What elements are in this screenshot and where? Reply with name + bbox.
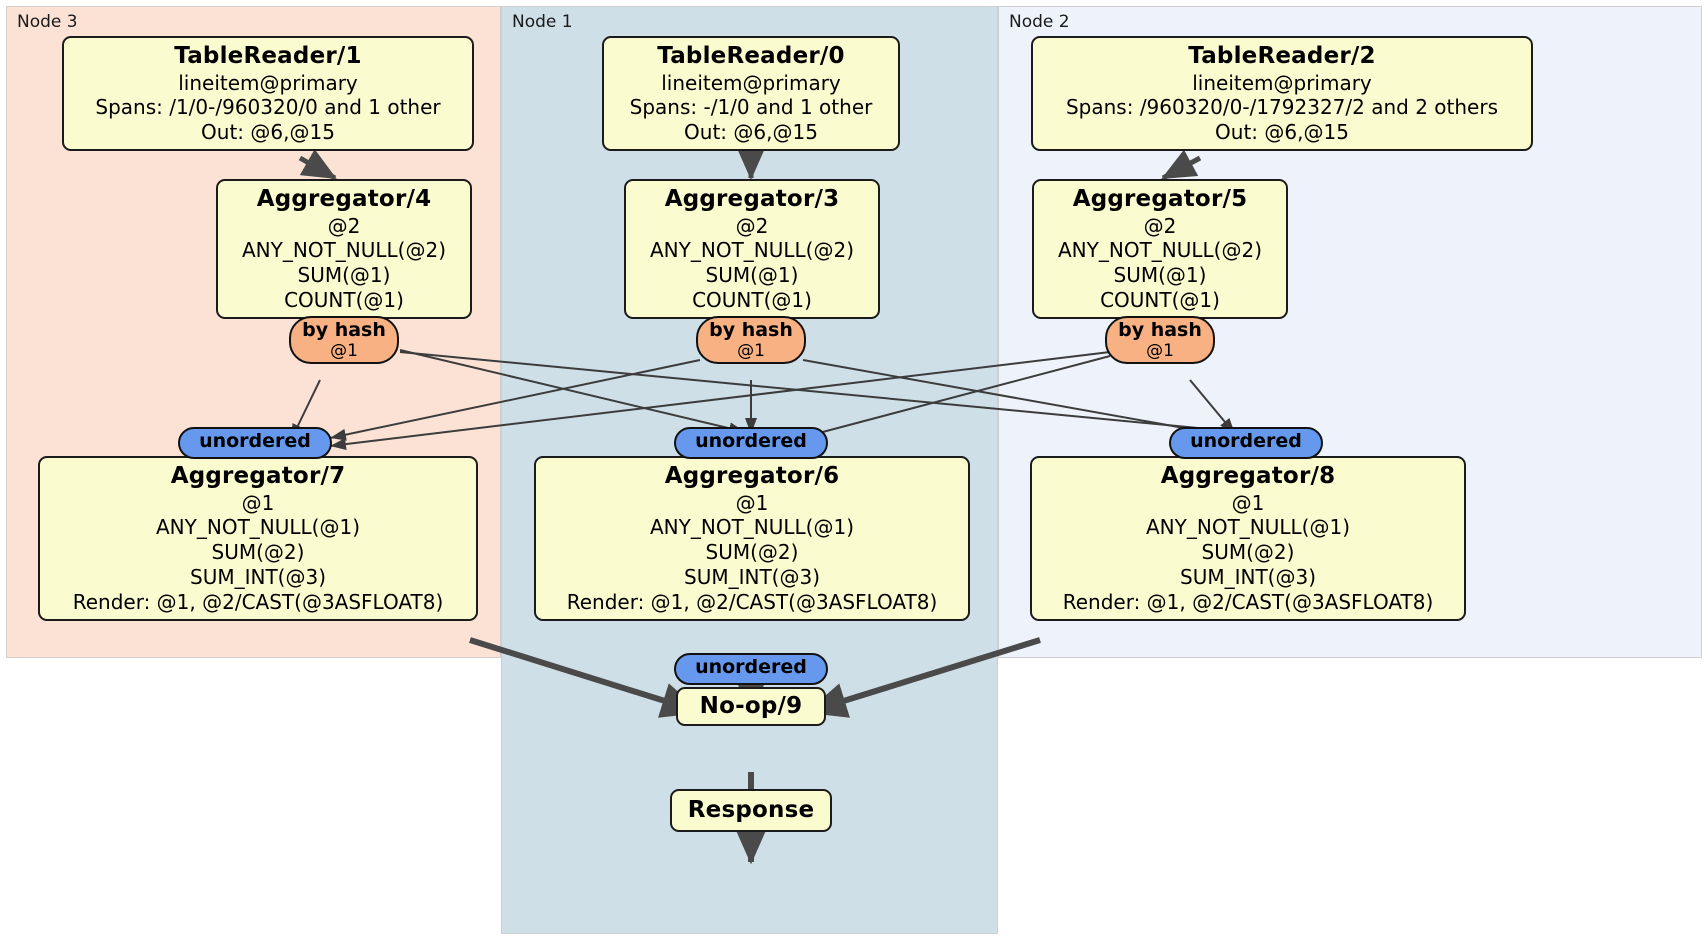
processor-detail-line: SUM_INT(@3) — [684, 564, 820, 589]
router-kind-label: by hash — [1118, 319, 1202, 341]
processor-detail-line: COUNT(@1) — [692, 287, 812, 312]
processor-title: Response — [687, 797, 815, 823]
processor-aggregator-6[interactable]: Aggregator/6 @1 ANY_NOT_NULL(@1) SUM(@2)… — [534, 456, 970, 621]
router-column-label: @1 — [1146, 340, 1174, 361]
router-column-label: @1 — [330, 340, 358, 361]
processor-detail-line: COUNT(@1) — [284, 287, 404, 312]
processor-tablereader-1[interactable]: TableReader/1 lineitem@primary Spans: /1… — [62, 36, 474, 151]
processor-detail-line: @1 — [735, 490, 769, 515]
processor-tablereader-2[interactable]: TableReader/2 lineitem@primary Spans: /9… — [1031, 36, 1533, 151]
processor-detail-line: SUM(@1) — [705, 263, 799, 288]
node-panel-label-node1: Node 1 — [512, 12, 573, 32]
router-unordered-mid[interactable]: unordered — [674, 427, 828, 459]
processor-detail-line: SUM(@2) — [705, 540, 799, 565]
processor-title: No-op/9 — [699, 693, 803, 719]
processor-aggregator-8[interactable]: Aggregator/8 @1 ANY_NOT_NULL(@1) SUM(@2)… — [1030, 456, 1466, 621]
processor-detail-line: COUNT(@1) — [1100, 287, 1220, 312]
router-kind-label: unordered — [695, 656, 807, 678]
processor-detail-line: lineitem@primary — [1192, 70, 1372, 95]
router-kind-label: by hash — [302, 319, 386, 341]
processor-detail-line: Out: @6,@15 — [684, 120, 818, 145]
processor-detail-line: SUM_INT(@3) — [1180, 564, 1316, 589]
processor-detail-line: SUM_INT(@3) — [190, 564, 326, 589]
processor-title: Aggregator/7 — [170, 463, 346, 489]
processor-detail-line: ANY_NOT_NULL(@2) — [242, 238, 446, 263]
processor-detail-line: ANY_NOT_NULL(@2) — [1058, 238, 1262, 263]
processor-detail-line: @2 — [327, 213, 361, 238]
processor-detail-line: ANY_NOT_NULL(@1) — [156, 515, 360, 540]
processor-detail-line: Render: @1, @2/CAST(@3ASFLOAT8) — [72, 589, 444, 614]
processor-title: TableReader/2 — [1188, 43, 1376, 69]
processor-detail-line: Render: @1, @2/CAST(@3ASFLOAT8) — [1062, 589, 1434, 614]
router-by-hash-right[interactable]: by hash @1 — [1105, 316, 1215, 364]
processor-noop-9[interactable]: No-op/9 — [676, 687, 826, 726]
processor-title: Aggregator/4 — [256, 186, 432, 212]
processor-detail-line: Out: @6,@15 — [1215, 120, 1349, 145]
processor-aggregator-3[interactable]: Aggregator/3 @2 ANY_NOT_NULL(@2) SUM(@1)… — [624, 179, 880, 319]
processor-title: Aggregator/8 — [1160, 463, 1336, 489]
router-kind-label: unordered — [695, 430, 807, 452]
processor-detail-line: @2 — [735, 213, 769, 238]
processor-title: Aggregator/5 — [1072, 186, 1248, 212]
router-kind-label: unordered — [1190, 430, 1302, 452]
processor-detail-line: ANY_NOT_NULL(@1) — [1146, 515, 1350, 540]
router-unordered-left[interactable]: unordered — [178, 427, 332, 459]
processor-detail-line: Spans: -/1/0 and 1 other — [629, 95, 873, 120]
processor-detail-line: lineitem@primary — [178, 70, 358, 95]
processor-detail-line: ANY_NOT_NULL(@2) — [650, 238, 854, 263]
processor-aggregator-4[interactable]: Aggregator/4 @2 ANY_NOT_NULL(@2) SUM(@1)… — [216, 179, 472, 319]
processor-detail-line: @1 — [241, 490, 275, 515]
router-column-label: @1 — [737, 340, 765, 361]
processor-title: Aggregator/3 — [664, 186, 840, 212]
processor-aggregator-7[interactable]: Aggregator/7 @1 ANY_NOT_NULL(@1) SUM(@2)… — [38, 456, 478, 621]
processor-detail-line: Spans: /1/0-/960320/0 and 1 other — [95, 95, 441, 120]
processor-detail-line: SUM(@2) — [1201, 540, 1295, 565]
router-by-hash-mid[interactable]: by hash @1 — [696, 316, 806, 364]
router-unordered-right[interactable]: unordered — [1169, 427, 1323, 459]
processor-title: Aggregator/6 — [664, 463, 840, 489]
processor-detail-line: SUM(@1) — [297, 263, 391, 288]
processor-detail-line: lineitem@primary — [661, 70, 841, 95]
processor-detail-line: SUM(@2) — [211, 540, 305, 565]
router-kind-label: by hash — [709, 319, 793, 341]
node-panel-label-node3: Node 3 — [17, 12, 78, 32]
processor-detail-line: @2 — [1143, 213, 1177, 238]
processor-detail-line: SUM(@1) — [1113, 263, 1207, 288]
processor-aggregator-5[interactable]: Aggregator/5 @2 ANY_NOT_NULL(@2) SUM(@1)… — [1032, 179, 1288, 319]
router-kind-label: unordered — [199, 430, 311, 452]
processor-detail-line: Render: @1, @2/CAST(@3ASFLOAT8) — [566, 589, 938, 614]
processor-response[interactable]: Response — [670, 789, 832, 832]
processor-detail-line: ANY_NOT_NULL(@1) — [650, 515, 854, 540]
processor-detail-line: Spans: /960320/0-/1792327/2 and 2 others — [1065, 95, 1498, 120]
node-panel-label-node2: Node 2 — [1009, 12, 1070, 32]
processor-detail-line: @1 — [1231, 490, 1265, 515]
processor-tablereader-0[interactable]: TableReader/0 lineitem@primary Spans: -/… — [602, 36, 900, 151]
processor-title: TableReader/1 — [174, 43, 362, 69]
router-by-hash-left[interactable]: by hash @1 — [289, 316, 399, 364]
router-unordered-final[interactable]: unordered — [674, 653, 828, 685]
processor-title: TableReader/0 — [657, 43, 845, 69]
processor-detail-line: Out: @6,@15 — [201, 120, 335, 145]
